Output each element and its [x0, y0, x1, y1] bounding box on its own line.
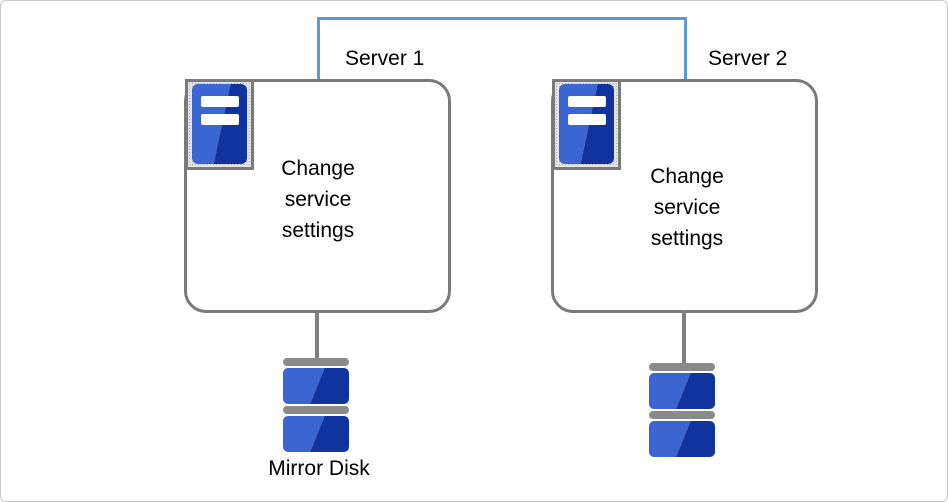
server2-label: Server 2 — [708, 47, 788, 70]
disk-platter — [283, 416, 349, 452]
drive-bay-slot — [201, 114, 239, 125]
disk-cap — [649, 411, 715, 419]
server2-disk-link-line — [682, 311, 686, 363]
disk-cap — [649, 363, 715, 371]
server1-disk-icon — [283, 358, 349, 452]
server1-disk-link-line — [315, 311, 319, 358]
server-tower-glyph — [192, 84, 247, 164]
drive-bay-slot — [568, 114, 606, 125]
disk-cap — [283, 406, 349, 414]
disk-platter — [649, 421, 715, 457]
disk-platter — [649, 373, 715, 409]
server2-action-text: Change service settings — [650, 165, 724, 250]
server1-tower-icon — [185, 79, 254, 170]
server2-tower-icon — [552, 79, 621, 170]
interconnect-line — [317, 17, 687, 82]
disk-platter — [283, 368, 349, 404]
disk-cap — [283, 358, 349, 366]
drive-bay-slot — [201, 96, 239, 107]
server-tower-glyph — [559, 84, 614, 164]
server2-disk-icon — [649, 363, 715, 457]
server1-action-text: Change service settings — [281, 157, 355, 242]
mirror-disk-label: Mirror Disk — [268, 457, 370, 480]
server1-label: Server 1 — [345, 47, 425, 70]
drive-bay-slot — [568, 96, 606, 107]
